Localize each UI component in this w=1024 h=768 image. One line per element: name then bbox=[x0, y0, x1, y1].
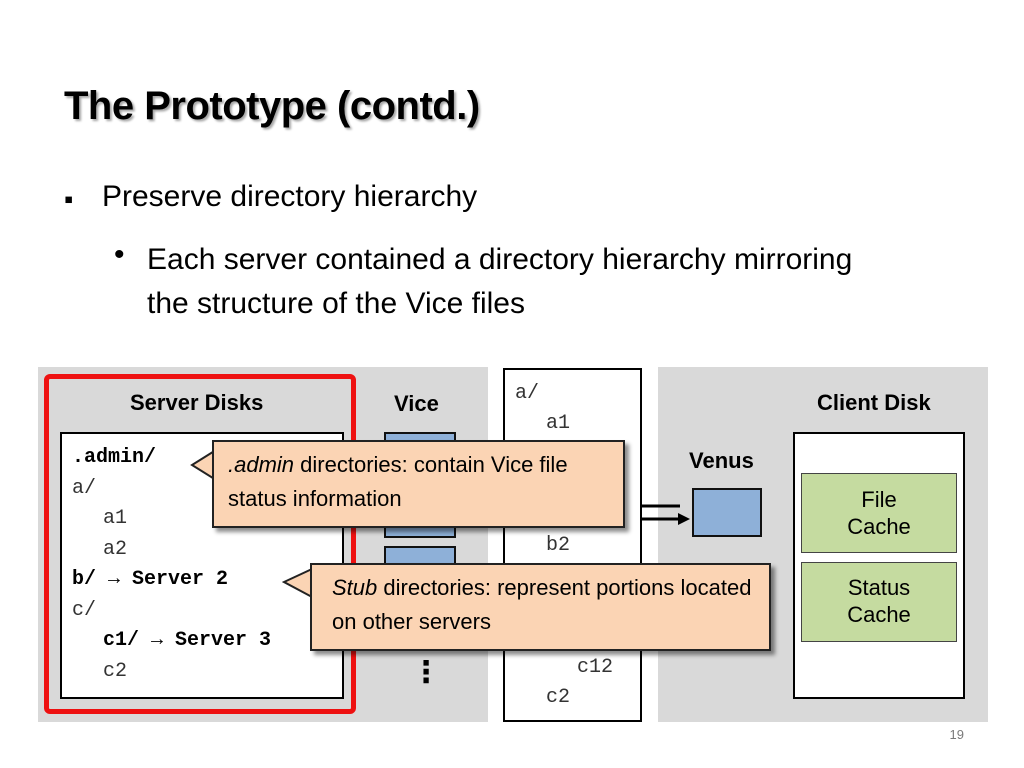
arrow-head-icon bbox=[678, 513, 690, 525]
venus-block bbox=[692, 488, 762, 537]
slide-title: The Prototype (contd.) bbox=[64, 84, 480, 128]
status-cache-label: Status Cache bbox=[847, 575, 911, 627]
server-disks-label: Server Disks bbox=[130, 390, 264, 415]
vice-tree-c2: c2 bbox=[546, 686, 571, 709]
server-listing-line: .admin/ bbox=[72, 446, 157, 469]
server-listing-line: a2 bbox=[103, 537, 128, 561]
bullet-each-server: Each server contained a directory hierar… bbox=[147, 243, 853, 320]
server-disks-highlight bbox=[44, 374, 356, 714]
server-listing-line: c1/ → Server 3 bbox=[103, 629, 272, 652]
callout-admin: .admin directories: contain Vice file st… bbox=[212, 440, 625, 528]
callout-stub-em: Stub bbox=[332, 575, 378, 600]
venus-label: Venus bbox=[689, 448, 754, 473]
file-cache-label: File Cache bbox=[847, 487, 911, 539]
page-number: 19 bbox=[949, 727, 964, 742]
callout-admin-em: .admin bbox=[228, 452, 295, 477]
callout-stub: Stub directories: represent portions loc… bbox=[310, 563, 771, 651]
server-listing-line: c/ bbox=[72, 598, 97, 622]
vice-tree-a1: a1 bbox=[546, 412, 571, 435]
vice-label: Vice bbox=[394, 391, 439, 416]
status-cache: Status Cache bbox=[801, 562, 957, 642]
square-bullet-icon: ▪ bbox=[64, 184, 74, 214]
vice-tree-box bbox=[503, 368, 642, 722]
vice-ellipsis: ⋮ bbox=[411, 656, 441, 689]
client-disk-label: Client Disk bbox=[817, 390, 931, 415]
bullet-preserve-hierarchy: Preserve directory hierarchy bbox=[102, 180, 478, 213]
round-bullet-icon: • bbox=[114, 238, 125, 271]
vice-tree-a: a/ bbox=[515, 382, 540, 405]
callout-stub-text: directories: represent portions located … bbox=[332, 575, 752, 634]
server-listing-line: c2 bbox=[103, 659, 128, 683]
server-listing-line: b/ → Server 2 bbox=[72, 568, 229, 591]
arrows-to-venus bbox=[640, 504, 690, 525]
vice-tree-c12: c12 bbox=[577, 656, 614, 679]
file-cache: File Cache bbox=[801, 473, 957, 553]
server-listing-line: a/ bbox=[72, 476, 97, 500]
server-listing-line: a1 bbox=[103, 507, 128, 530]
server-listing: .admin/a/a1 a2 b/ → Server 2 c/c1/ → Server… bbox=[72, 443, 402, 687]
vice-tree-b2: b2 bbox=[546, 534, 571, 557]
callout-admin-text: directories: contain Vice file status in… bbox=[228, 452, 568, 511]
